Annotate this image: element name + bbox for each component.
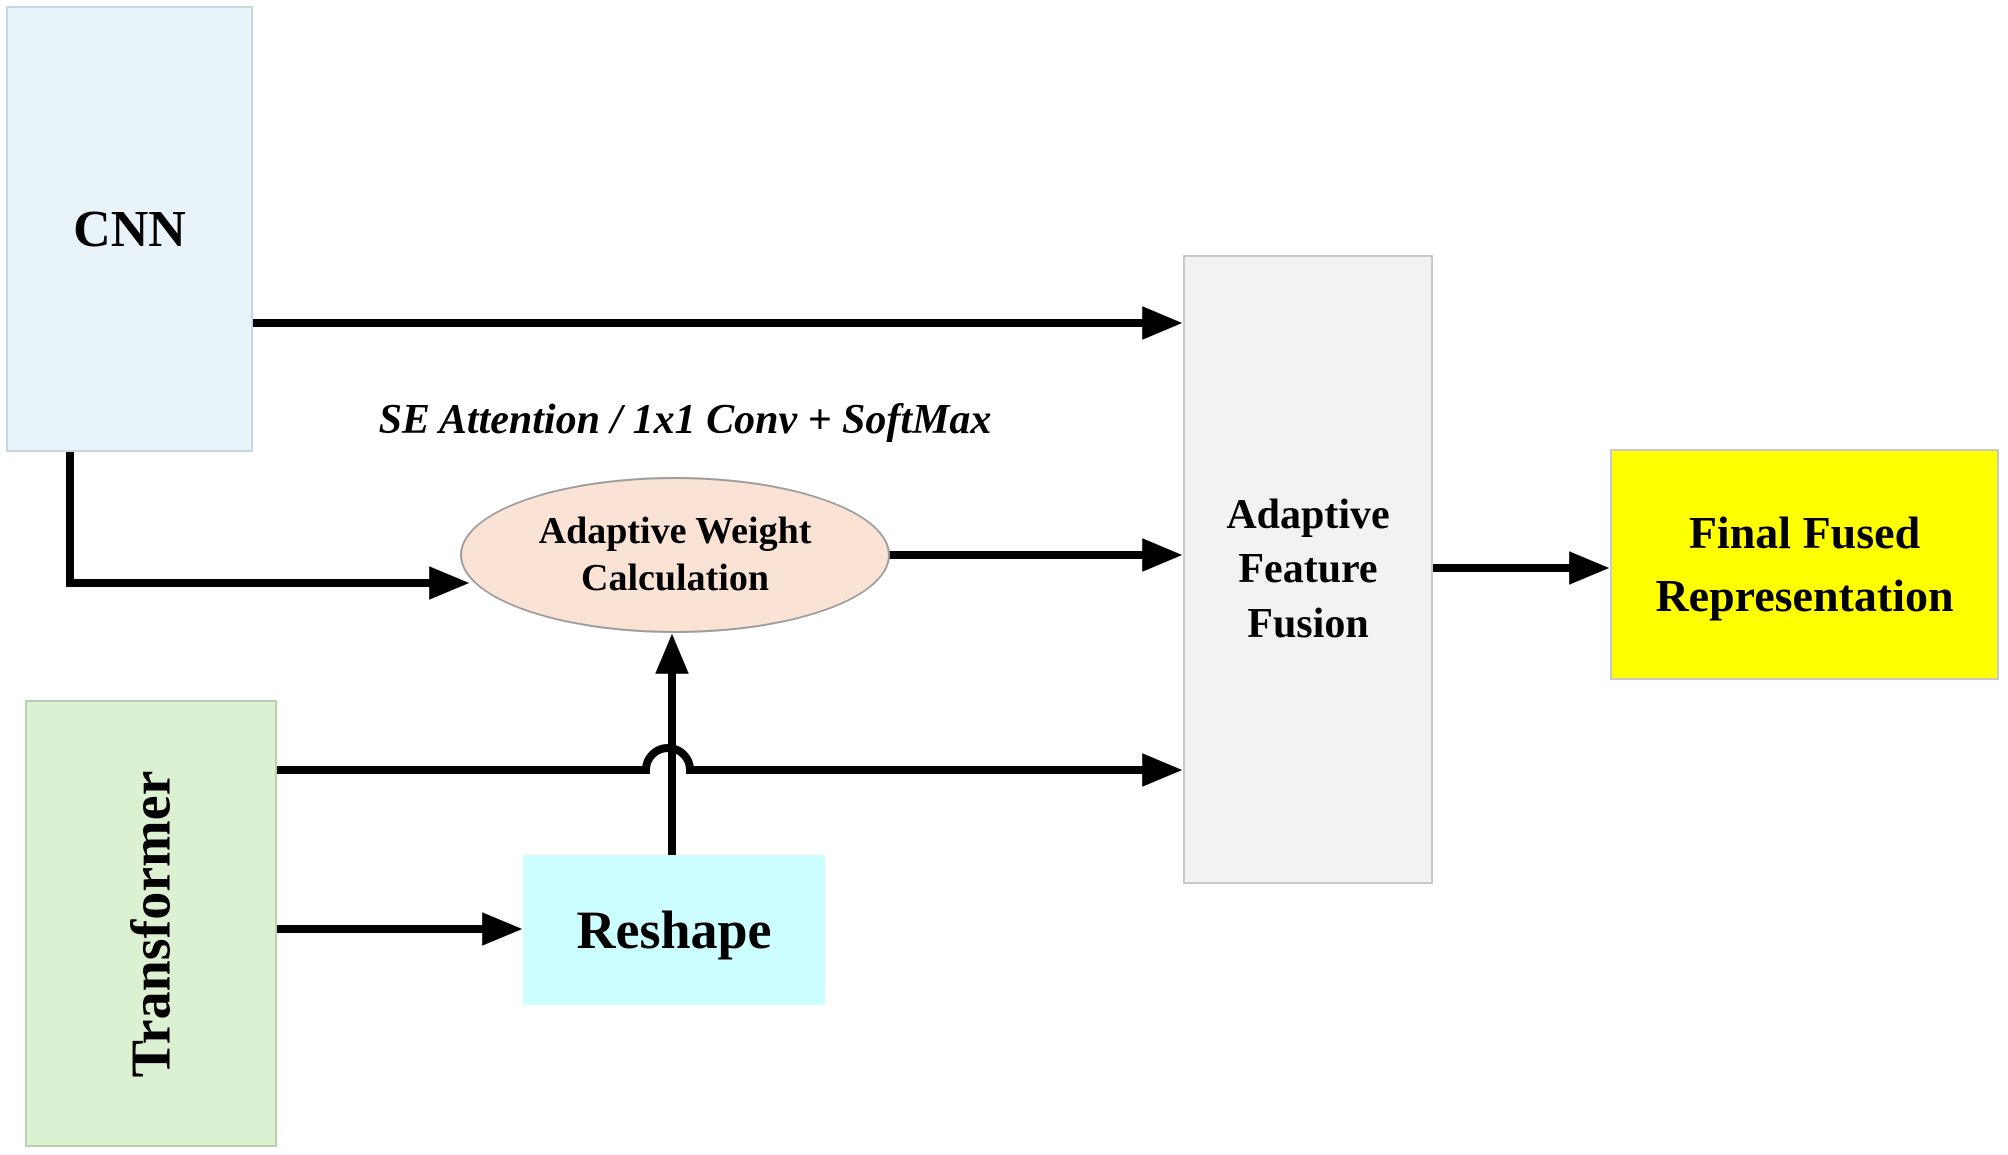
arrow-transformer-to-fusion [277, 744, 1183, 787]
cnn-node: CNN [6, 6, 253, 452]
reshape-node: Reshape [523, 855, 825, 1005]
transformer-label: Transformer [120, 770, 183, 1077]
adaptive-weight-calculation-label: Adaptive Weight Calculation [538, 509, 812, 600]
reshape-label: Reshape [576, 900, 772, 960]
adaptive-feature-fusion-node: Adaptive Feature Fusion [1183, 255, 1433, 884]
final-fused-representation-node: Final Fused Representation [1610, 449, 1999, 680]
adaptive-weight-calculation-node: Adaptive Weight Calculation [460, 477, 890, 633]
cnn-label: CNN [73, 200, 186, 258]
arrow-cnn-to-adaptive-weight [66, 452, 470, 600]
final-fused-representation-label: Final Fused Representation [1655, 507, 1954, 621]
se-attention-annotation: SE Attention / 1x1 Conv + SoftMax [378, 397, 992, 443]
adaptive-feature-fusion-label: Adaptive Feature Fusion [1226, 491, 1390, 647]
transformer-node: Transformer [25, 700, 277, 1147]
